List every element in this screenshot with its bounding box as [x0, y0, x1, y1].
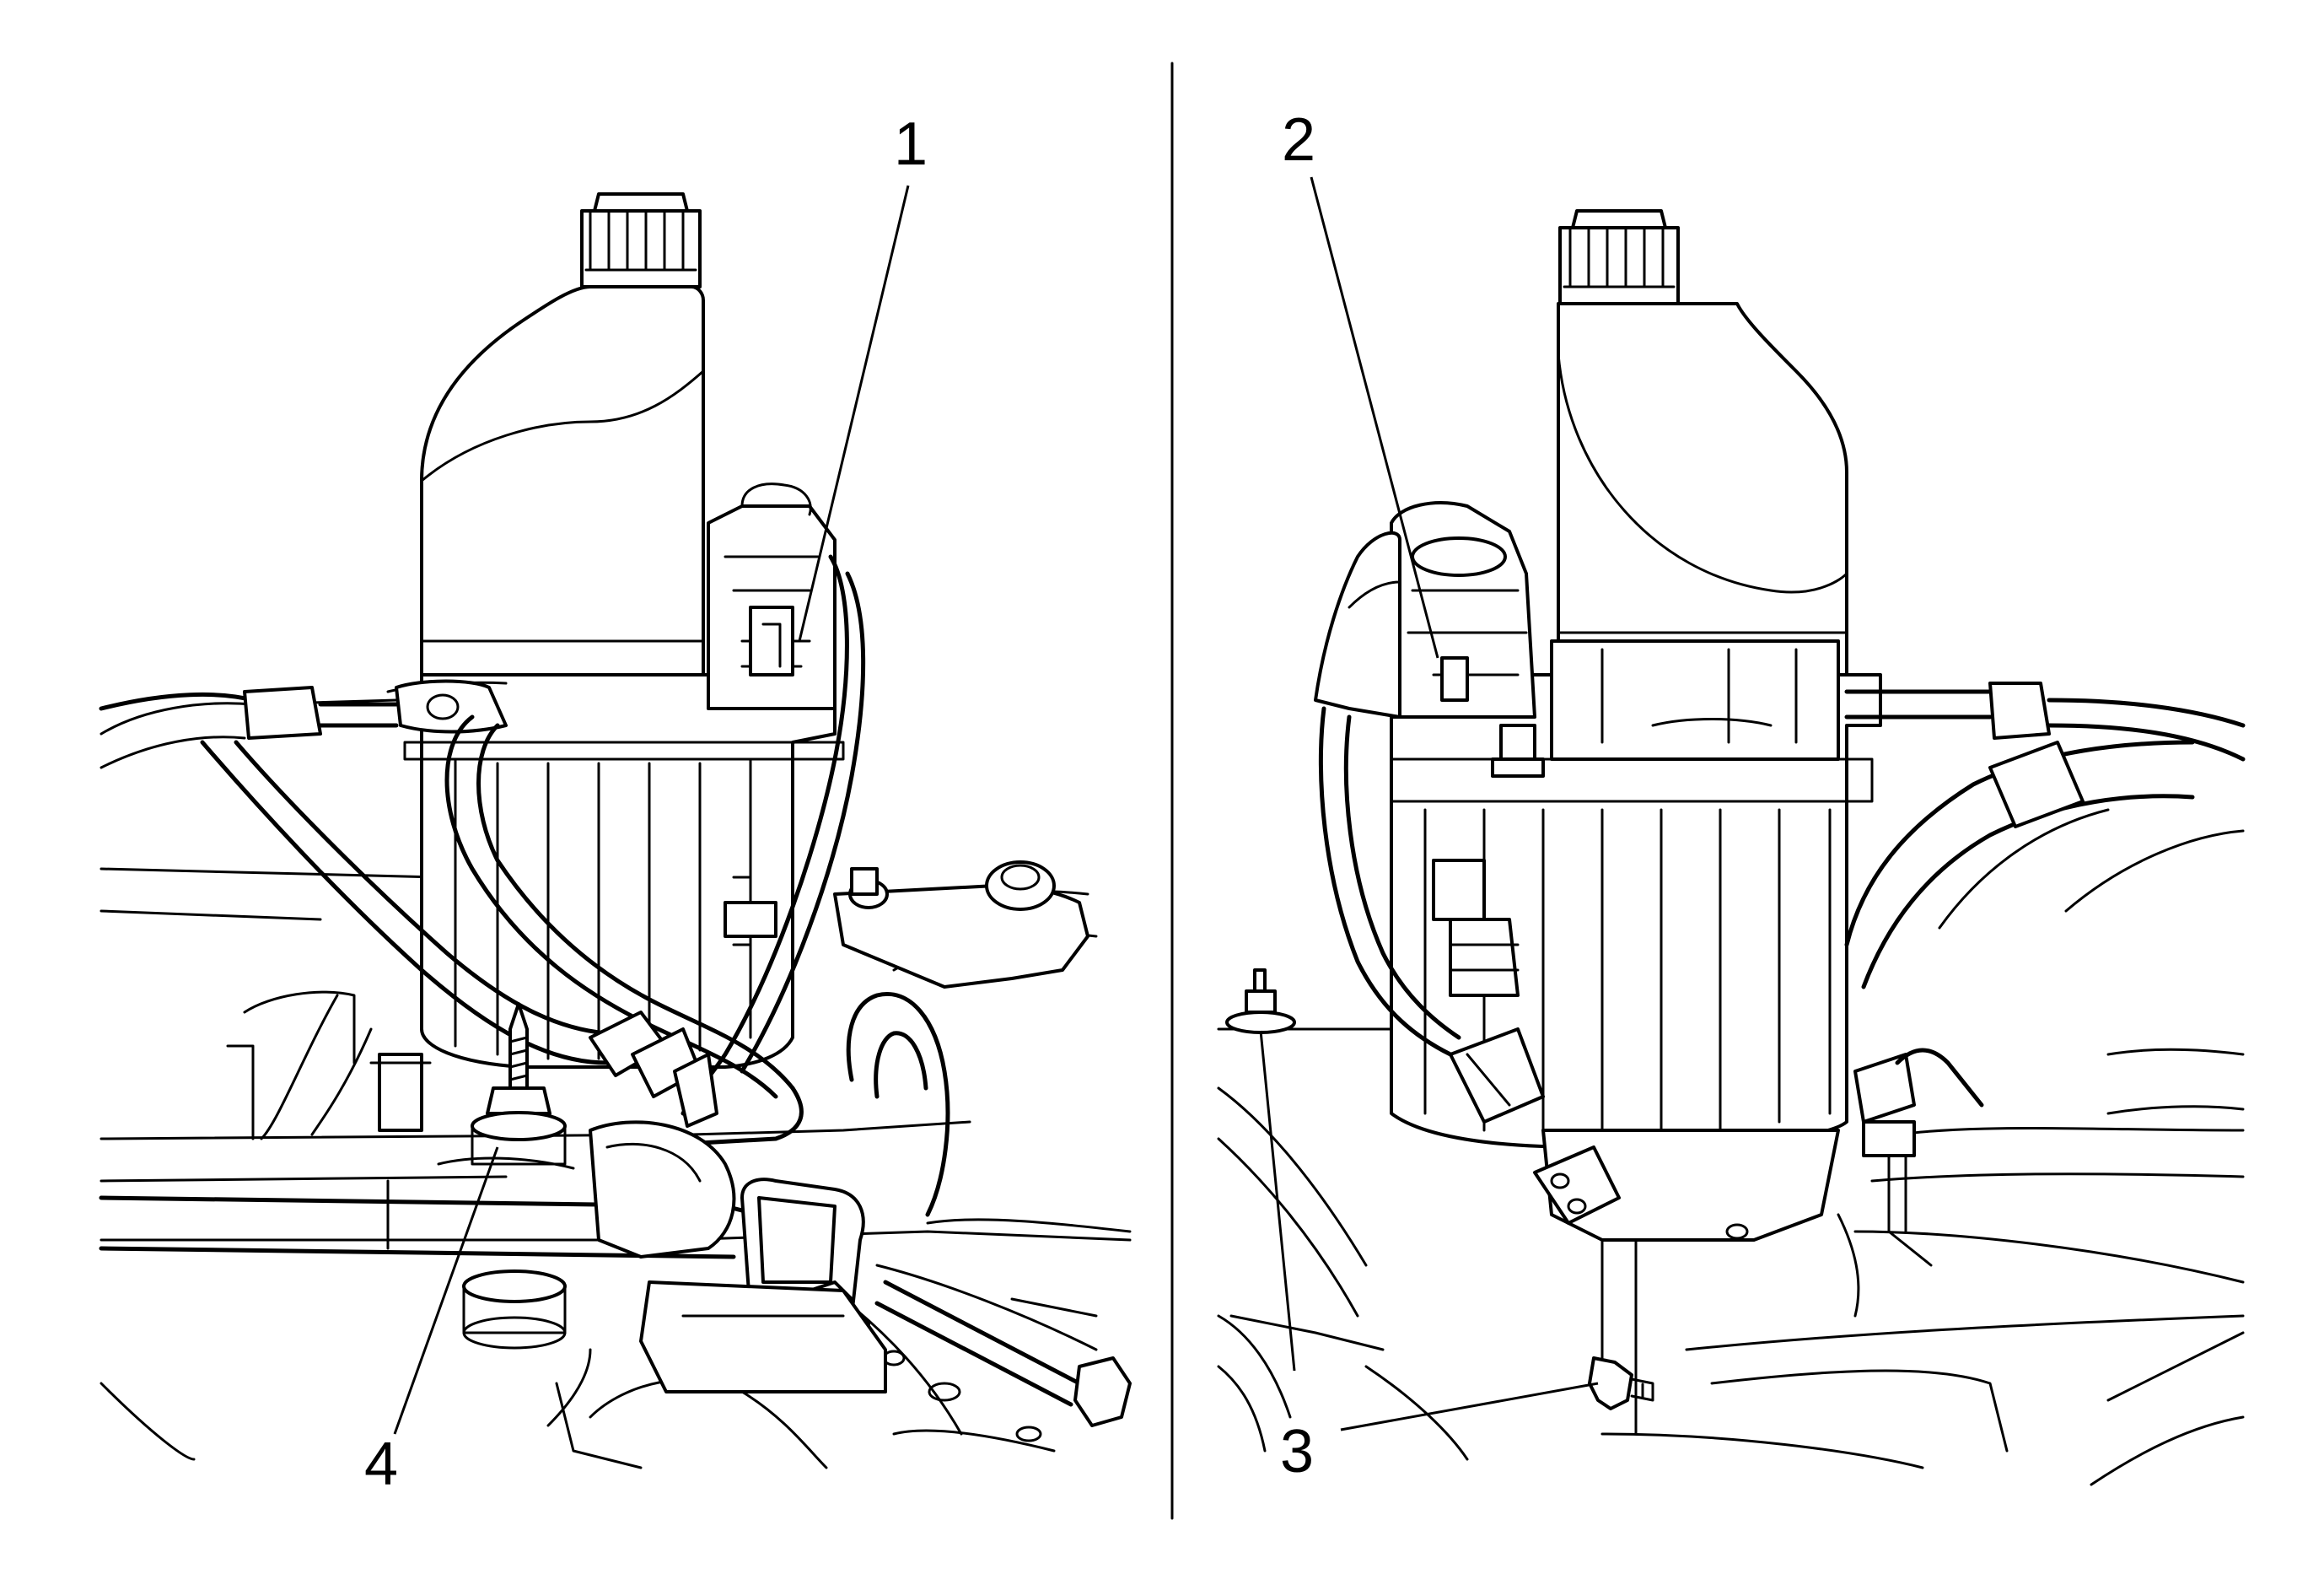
left-reservoir	[420, 192, 705, 676]
right-connector	[1314, 501, 1545, 1057]
left-panel: 1 4	[99, 111, 1132, 1498]
callout-label-1: 1	[894, 111, 928, 178]
right-reservoir	[1557, 209, 1848, 676]
callout-1: 1	[798, 111, 928, 642]
right-hoses	[1837, 682, 2246, 1318]
callout-label-4: 4	[364, 1431, 398, 1498]
callout-label-3: 3	[1280, 1418, 1314, 1485]
right-stud-upper	[1225, 968, 1296, 1034]
callout-4: 4	[364, 1146, 499, 1498]
left-bracket-bolt	[724, 867, 879, 946]
left-hoses	[99, 679, 804, 1145]
callout-label-2: 2	[1282, 106, 1315, 174]
left-frame-rail	[99, 990, 1132, 1427]
right-bolt-lower	[1588, 1356, 1654, 1410]
left-connector	[681, 482, 866, 1116]
callout-3: 3	[1259, 1030, 1599, 1485]
callout-2: 2	[1282, 106, 1439, 659]
right-pump-body	[1390, 639, 1882, 1242]
right-panel: 2 3	[1217, 106, 2246, 1486]
left-stud-nut	[471, 1002, 567, 1166]
